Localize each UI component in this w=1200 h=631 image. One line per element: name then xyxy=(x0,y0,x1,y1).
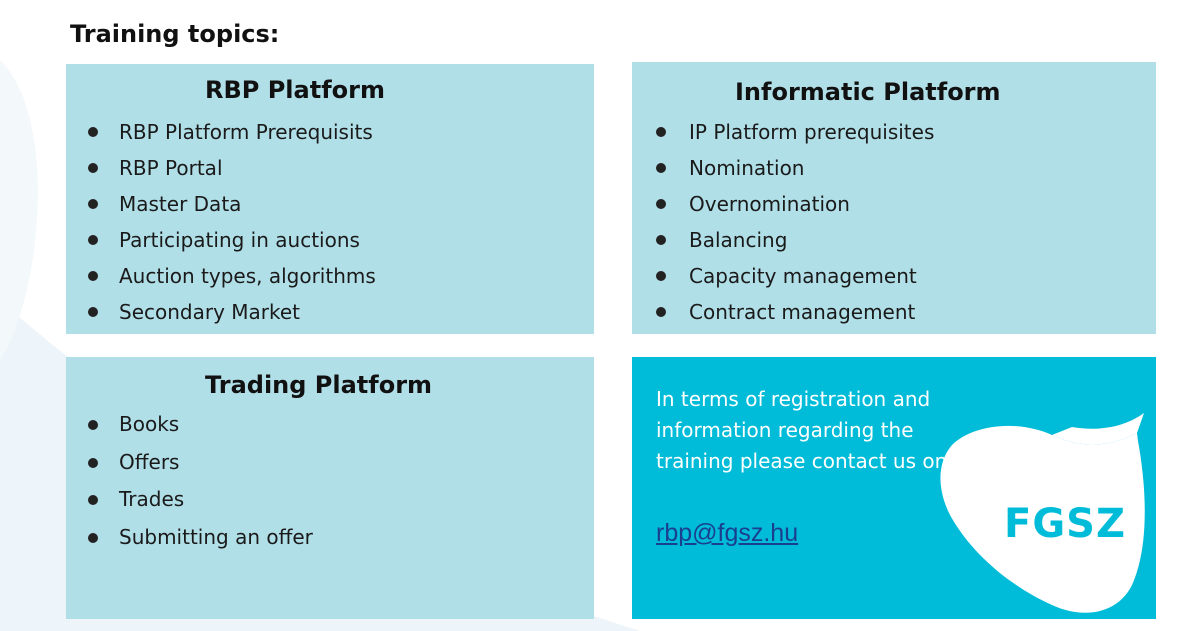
topic-label: Balancing xyxy=(689,228,788,252)
list-item: RBP Platform Prerequisits xyxy=(88,114,376,150)
list-item: Capacity management xyxy=(656,258,934,294)
list-item: Books xyxy=(88,406,313,444)
contact-email-link[interactable]: rbp@fgsz.hu xyxy=(656,519,799,547)
bullet-dot-icon xyxy=(656,271,666,281)
fgsz-logo: FGSZ xyxy=(932,405,1152,619)
topic-label: Master Data xyxy=(119,192,242,216)
list-item: RBP Portal xyxy=(88,150,376,186)
list-item: Nomination xyxy=(656,150,934,186)
topic-label: RBP Platform Prerequisits xyxy=(119,120,373,144)
bullet-dot-icon xyxy=(88,532,98,543)
bullet-dot-icon xyxy=(88,307,98,317)
list-item: Contract management xyxy=(656,294,934,330)
list-item: Auction types, algorithms xyxy=(88,258,376,294)
bullet-dot-icon xyxy=(656,199,666,209)
logo-text: FGSZ xyxy=(1004,501,1126,547)
topic-label: Capacity management xyxy=(689,264,917,288)
list-item: Master Data xyxy=(88,186,376,222)
contact-panel: In terms of registration and information… xyxy=(632,357,1156,619)
topic-label: RBP Portal xyxy=(119,156,223,180)
list-item: Overnomination xyxy=(656,186,934,222)
topic-label: Participating in auctions xyxy=(119,228,360,252)
trading-topic-list: Books Offers Trades Submitting an offer xyxy=(88,406,313,556)
list-item: Balancing xyxy=(656,222,934,258)
list-item: Secondary Market xyxy=(88,294,376,330)
bullet-dot-icon xyxy=(88,271,98,281)
bullet-dot-icon xyxy=(656,307,666,317)
bullet-dot-icon xyxy=(88,127,98,137)
topic-label: Books xyxy=(119,412,180,436)
trading-platform-title: Trading Platform xyxy=(205,371,433,399)
bullet-dot-icon xyxy=(656,127,666,137)
bullet-dot-icon xyxy=(88,199,98,209)
page-title: Training topics: xyxy=(70,20,280,48)
bullet-dot-icon xyxy=(88,457,98,468)
trading-platform-panel: Trading Platform Books Offers Trades Sub… xyxy=(66,357,594,619)
topic-label: Secondary Market xyxy=(119,300,301,324)
topic-label: Trades xyxy=(119,487,185,511)
topic-label: Submitting an offer xyxy=(119,524,313,549)
list-item: Offers xyxy=(88,444,313,482)
contact-instructions: In terms of registration and information… xyxy=(656,387,955,473)
bullet-dot-icon xyxy=(88,495,98,505)
topic-label: IP Platform prerequisites xyxy=(689,120,935,144)
list-item: Participating in auctions xyxy=(88,222,376,258)
topic-label: Contract management xyxy=(689,300,916,324)
informatic-platform-title: Informatic Platform xyxy=(735,78,1001,106)
rbp-topic-list: RBP Platform Prerequisits RBP Portal Mas… xyxy=(88,114,376,330)
bullet-dot-icon xyxy=(656,163,666,173)
topic-label: Overnomination xyxy=(689,192,850,216)
topic-label: Offers xyxy=(119,449,180,474)
bullet-dot-icon xyxy=(88,235,98,245)
rbp-platform-title: RBP Platform xyxy=(205,76,385,104)
list-item: Trades xyxy=(88,481,313,519)
list-item: Submitting an offer xyxy=(88,519,313,557)
informatic-topic-list: IP Platform prerequisites Nomination Ove… xyxy=(656,114,934,330)
bullet-dot-icon xyxy=(656,235,666,245)
logo-blob-icon xyxy=(940,413,1145,613)
rbp-platform-panel: RBP Platform RBP Platform Prerequisits R… xyxy=(66,64,594,334)
list-item: IP Platform prerequisites xyxy=(656,114,934,150)
topic-label: Auction types, algorithms xyxy=(119,264,376,288)
informatic-platform-panel: Informatic Platform IP Platform prerequi… xyxy=(632,62,1156,334)
topic-label: Nomination xyxy=(689,156,805,180)
bullet-dot-icon xyxy=(88,163,98,173)
bullet-dot-icon xyxy=(88,420,98,430)
